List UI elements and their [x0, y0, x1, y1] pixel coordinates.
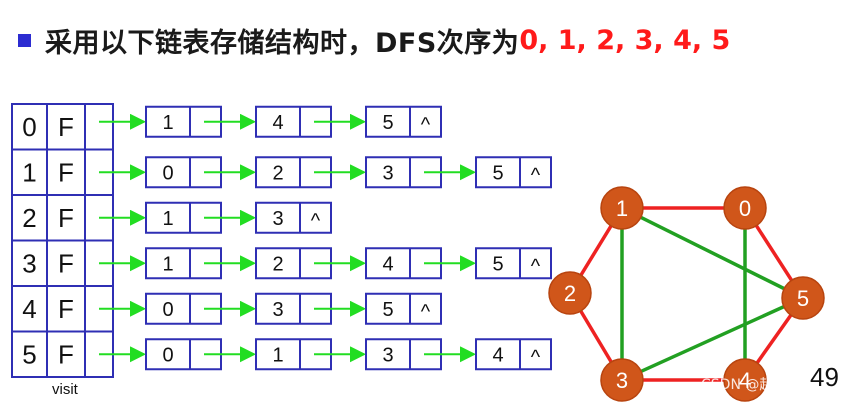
list-node: 1	[255, 338, 332, 371]
graph-vertex-label: 0	[739, 196, 751, 221]
list-node-value: 3	[272, 299, 283, 321]
list-node-value: 1	[162, 112, 173, 134]
vertex-index: 3	[22, 248, 36, 278]
null-pointer-marker: ^	[531, 346, 541, 368]
list-node-value: 5	[492, 253, 503, 275]
list-node-value: 2	[272, 162, 283, 184]
null-pointer-marker: ^	[531, 164, 541, 186]
list-node-value: 4	[272, 112, 283, 134]
list-node-value: 3	[382, 344, 393, 366]
list-node-box	[255, 338, 332, 371]
visit-flag: F	[58, 248, 74, 278]
vertex-index: 1	[22, 157, 36, 187]
list-node: 5^	[365, 105, 442, 138]
graph-vertex-circle	[781, 276, 825, 320]
list-node-value: 1	[272, 344, 283, 366]
list-node: 5^	[475, 156, 552, 189]
visit-flag: F	[58, 112, 74, 142]
graph-vertex-label: 3	[616, 368, 628, 393]
vertex-index: 2	[22, 203, 36, 233]
list-node-value: 5	[382, 299, 393, 321]
graph-vertex-circle	[600, 186, 644, 230]
slide-heading: 采用以下链表存储结构时，DFS次序为 0, 1, 2, 3, 4, 5	[18, 18, 730, 62]
graph-edge-green	[621, 296, 804, 382]
visit-flag: F	[58, 203, 74, 233]
watermark: CSDN @起床炸炸	[701, 377, 815, 393]
visit-label: visit	[52, 381, 79, 398]
list-node-value: 1	[162, 253, 173, 275]
null-pointer-marker: ^	[311, 210, 321, 232]
visit-flag: F	[58, 294, 74, 324]
graph-vertex: 2	[548, 271, 592, 315]
graph-vertex-label: 2	[564, 281, 576, 306]
list-node-box	[475, 156, 552, 189]
graph-vertex-circle	[723, 358, 767, 402]
list-node-value: 1	[162, 208, 173, 230]
graph-edge-green	[621, 206, 804, 300]
list-node-value: 5	[492, 162, 503, 184]
heading-text: 采用以下链表存储结构时，DFS次序为	[45, 27, 520, 59]
graph-vertex: 0	[723, 186, 767, 230]
list-node-value: 2	[272, 253, 283, 275]
list-node: 5^	[475, 247, 552, 280]
visit-flag: F	[58, 339, 74, 369]
graph-vertex: 1	[600, 186, 644, 230]
graph-vertex-circle	[548, 271, 592, 315]
list-node-box	[365, 105, 442, 138]
visit-flag: F	[58, 157, 74, 187]
vertex-index: 4	[22, 294, 36, 324]
list-node: 5^	[365, 292, 442, 325]
undirected-graph: 0 1 2 3 4 5	[548, 186, 825, 402]
list-node-value: 5	[382, 112, 393, 134]
dfs-sequence: 0, 1, 2, 3, 4, 5	[519, 24, 731, 56]
list-node-value: 3	[272, 208, 283, 230]
table-pointer-cell	[84, 103, 114, 151]
list-node-box	[475, 338, 552, 371]
list-node-value: 0	[162, 162, 173, 184]
null-pointer-marker: ^	[421, 301, 431, 323]
vertex-index: 5	[22, 339, 36, 369]
list-node: 0	[145, 338, 222, 371]
list-node-value: 3	[382, 162, 393, 184]
graph-vertex-label: 5	[797, 286, 809, 311]
null-pointer-marker: ^	[421, 114, 431, 136]
null-pointer-marker: ^	[531, 255, 541, 277]
graph-vertex: 4	[723, 358, 767, 402]
graph-vertex-circle	[723, 186, 767, 230]
list-node-value: 0	[162, 299, 173, 321]
list-node-value: 0	[162, 344, 173, 366]
graph-vertex-circle	[600, 358, 644, 402]
list-node: 4^	[475, 338, 552, 371]
vertex-index: 0	[22, 112, 36, 142]
square-bullet-icon	[18, 33, 31, 47]
graph-vertex: 3	[600, 358, 644, 402]
list-node-box	[255, 105, 332, 138]
list-node-value: 4	[382, 253, 393, 275]
list-node: 3^	[255, 201, 332, 234]
list-node-box	[255, 201, 332, 234]
graph-vertex: 5	[781, 276, 825, 320]
list-node-value: 4	[492, 344, 503, 366]
list-node: 4	[255, 105, 332, 138]
list-node-box	[365, 292, 442, 325]
list-node-box	[475, 247, 552, 280]
page-number: 49	[810, 362, 839, 392]
graph-vertex-label: 1	[616, 196, 628, 221]
graph-vertex-label: 4	[739, 368, 751, 393]
